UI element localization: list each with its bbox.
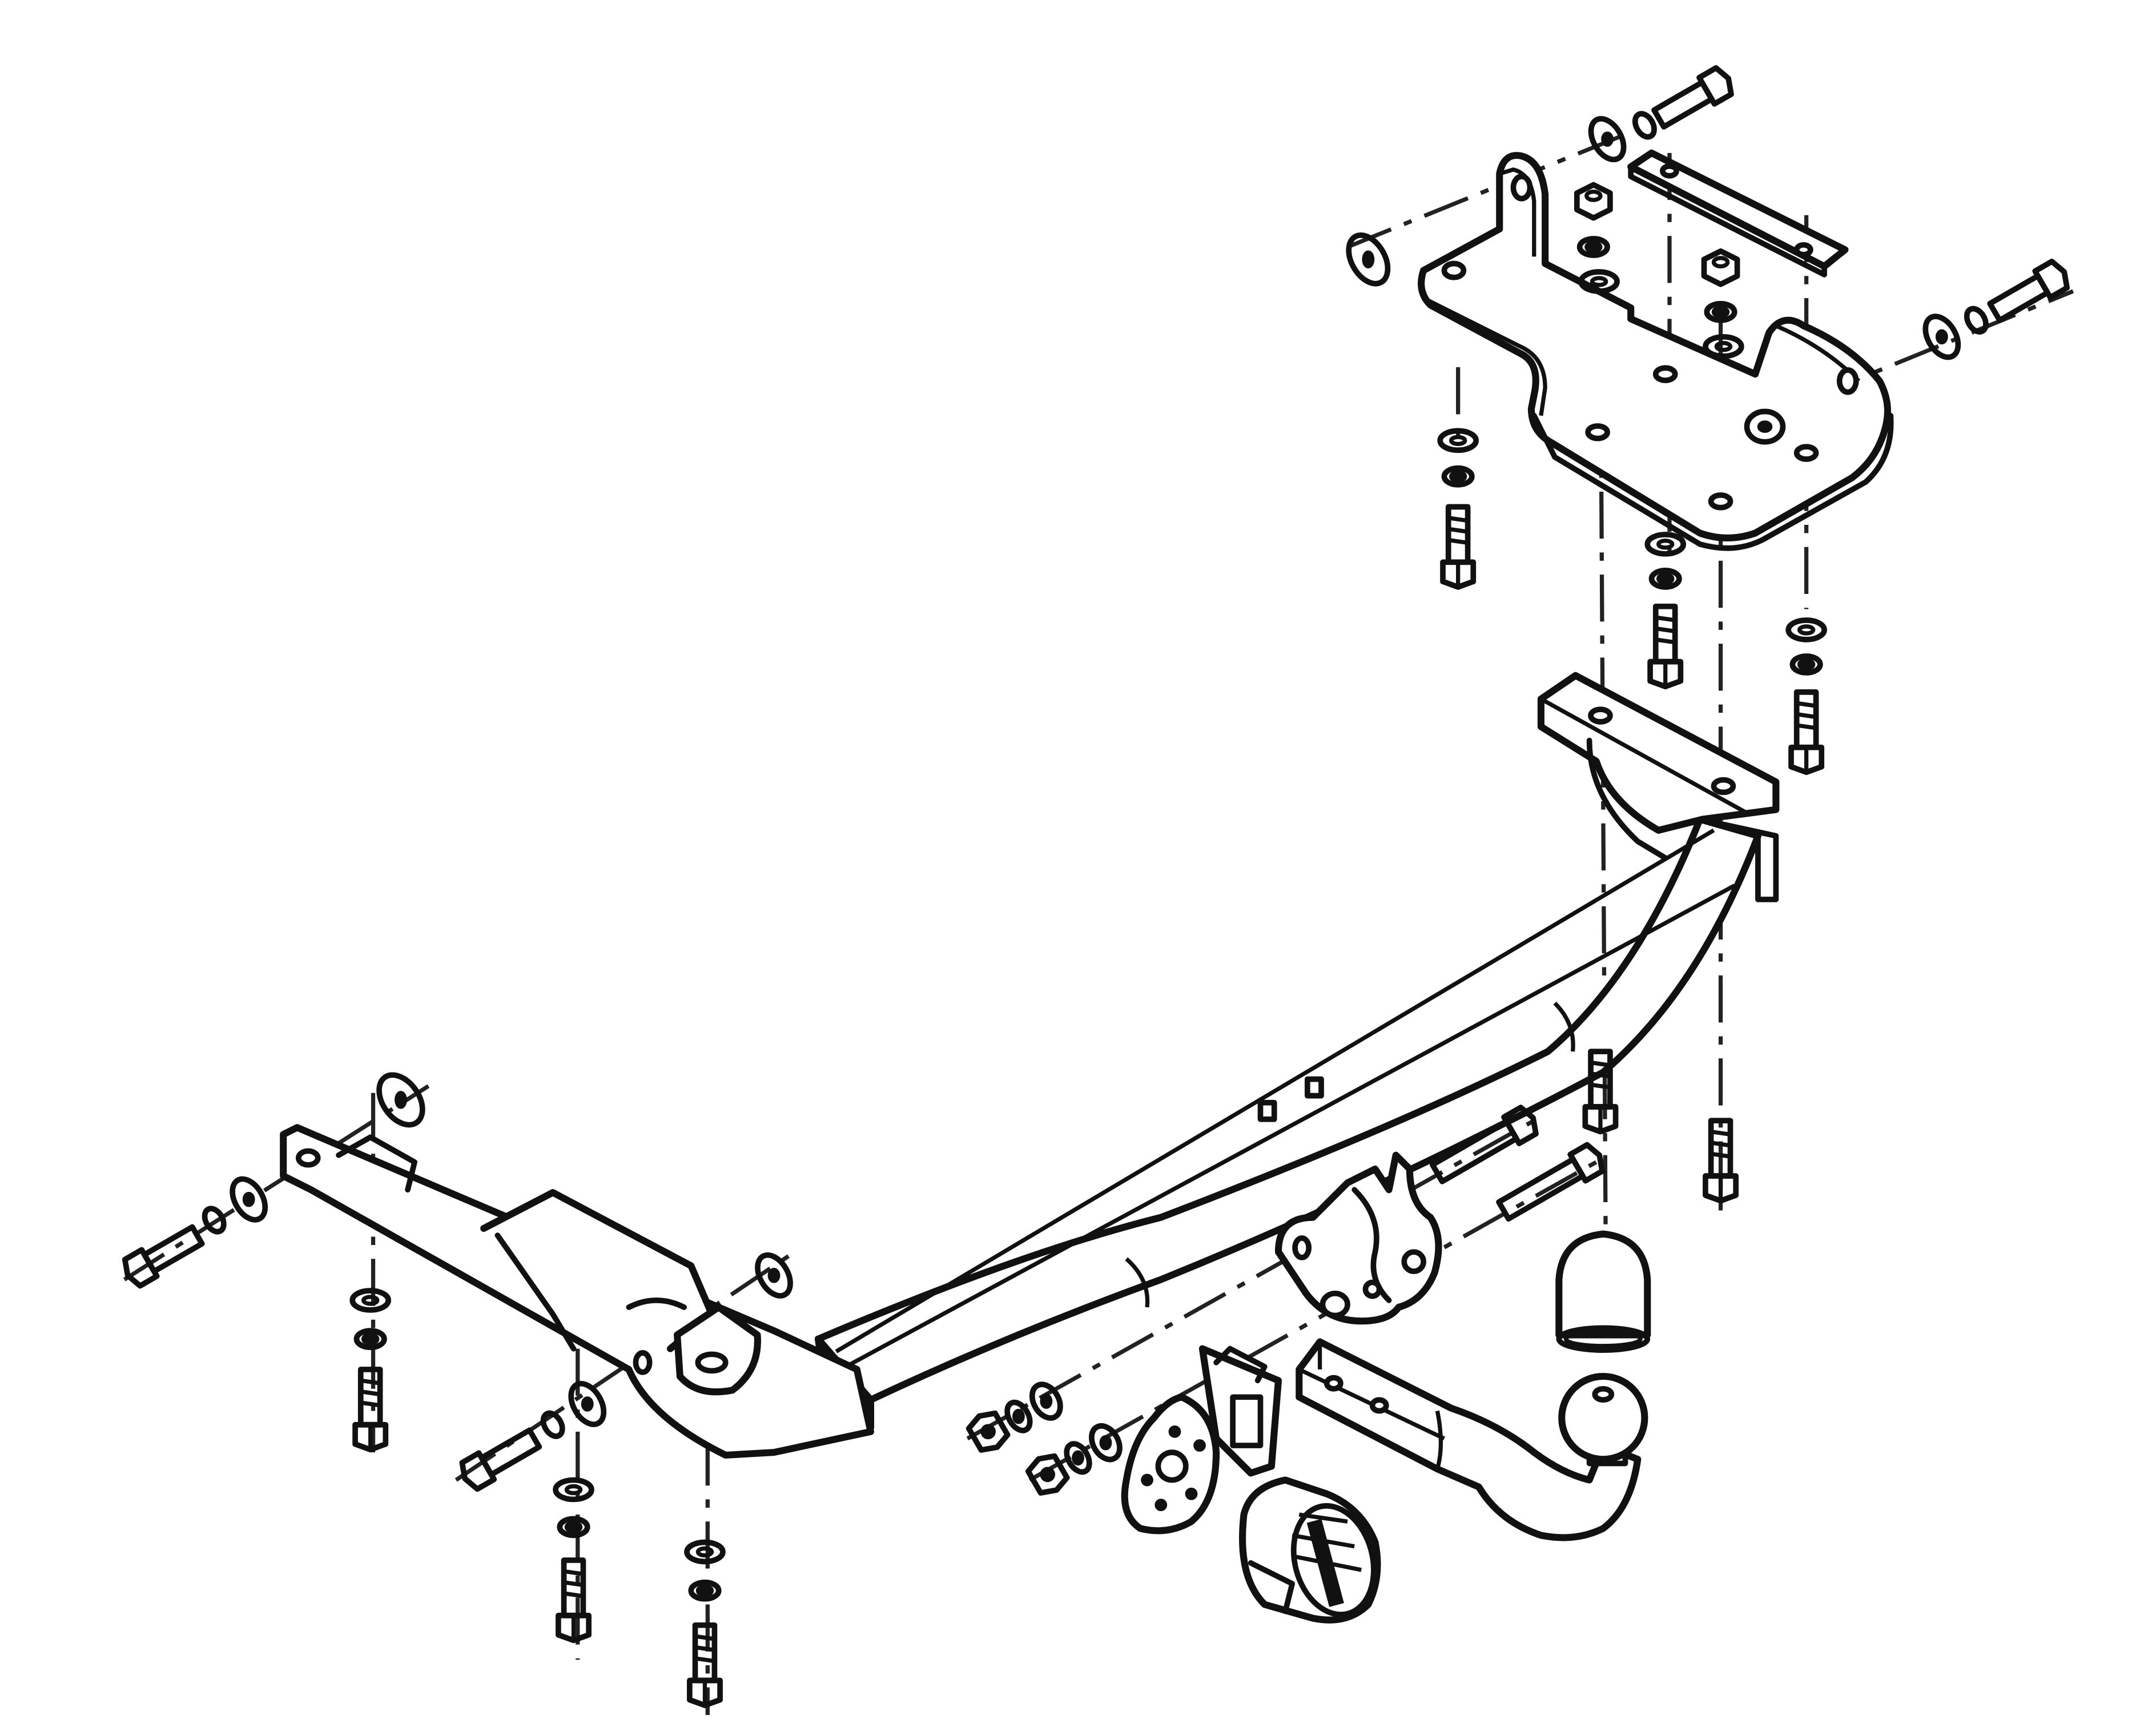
washers — [202, 111, 1989, 1599]
tow-bar-neck — [1296, 1338, 1642, 1541]
left-side-bracket — [280, 1124, 874, 1459]
electrical-socket — [1239, 1476, 1381, 1624]
socket-plate — [1121, 1345, 1282, 1535]
right-mounting-plate — [1418, 152, 1894, 551]
ball-cover — [1555, 1230, 1651, 1353]
spacer-strip — [1627, 149, 1849, 278]
center-bracket-plates — [1274, 1151, 1442, 1325]
nuts — [1574, 182, 1741, 356]
tow-ball — [1558, 1372, 1648, 1467]
bolts — [122, 65, 2070, 1705]
right-upper-bracket — [1537, 672, 1780, 861]
